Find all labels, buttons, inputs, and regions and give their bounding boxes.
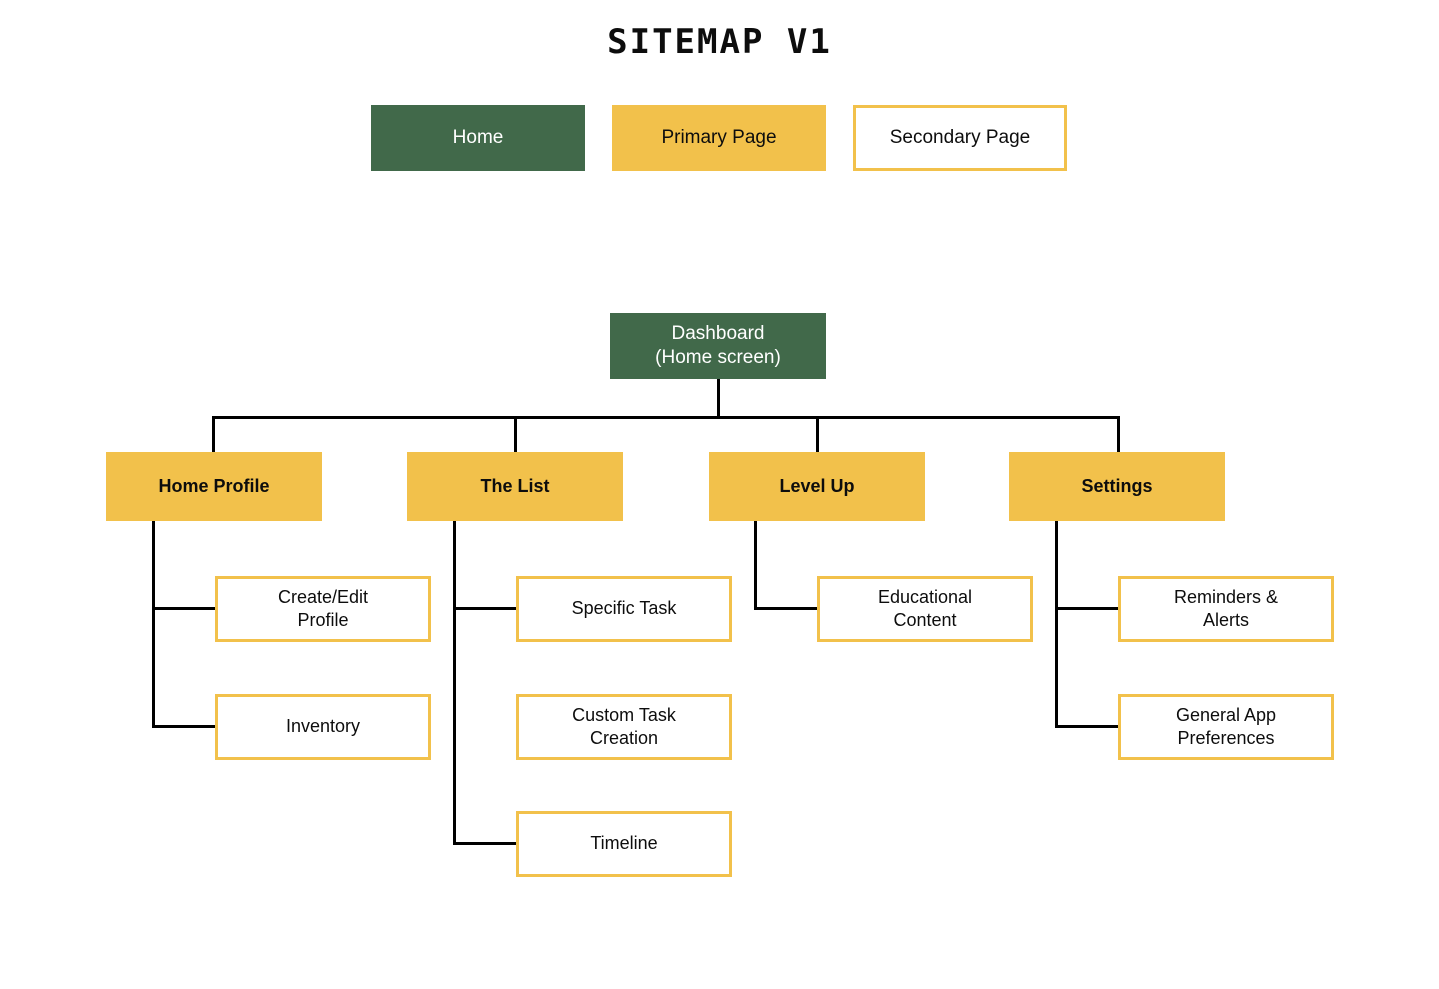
node-dashboard-label: Dashboard (Home screen) [655,322,781,368]
page-title: SITEMAP V1 [607,22,832,62]
connector-root-bus [212,416,1120,419]
legend-item-primary-page-label: Primary Page [661,126,777,148]
node-inventory[interactable]: Inventory [215,694,431,760]
node-custom-task-creation-label: Custom Task Creation [572,704,676,748]
connector-drop-level-up [816,416,819,453]
legend-item-home[interactable]: Home [371,105,585,171]
node-specific-task[interactable]: Specific Task [516,576,732,642]
node-the-list-label: The List [480,475,550,496]
connector-branch-create-edit-profile [152,607,217,610]
connector-branch-educational-content [754,607,819,610]
node-timeline-label: Timeline [590,833,658,854]
connector-trunk-settings [1055,521,1058,728]
node-level-up[interactable]: Level Up [709,452,925,521]
connector-root-stem [717,379,720,418]
node-the-list[interactable]: The List [407,452,623,521]
node-custom-task-creation[interactable]: Custom Task Creation [516,694,732,760]
node-home-profile-label: Home Profile [158,475,270,496]
connector-trunk-home-profile [152,521,155,728]
node-specific-task-label: Specific Task [571,598,677,619]
legend-item-secondary-page[interactable]: Secondary Page [853,105,1067,171]
node-timeline[interactable]: Timeline [516,811,732,877]
node-home-profile[interactable]: Home Profile [106,452,322,521]
node-general-app-preferences[interactable]: General App Preferences [1118,694,1334,760]
node-general-app-preferences-label: General App Preferences [1175,704,1277,748]
connector-branch-inventory [152,725,217,728]
connector-branch-general-app-preferences [1055,725,1120,728]
connector-drop-settings [1117,416,1120,453]
node-create-edit-profile[interactable]: Create/Edit Profile [215,576,431,642]
legend-item-primary-page[interactable]: Primary Page [612,105,826,171]
connector-trunk-the-list [453,521,456,845]
connector-branch-specific-task [453,607,518,610]
node-create-edit-profile-label: Create/Edit Profile [277,586,369,630]
node-level-up-label: Level Up [779,475,855,496]
node-dashboard[interactable]: Dashboard (Home screen) [610,313,826,379]
node-inventory-label: Inventory [285,716,361,737]
node-educational-content-label: Educational Content [877,586,973,630]
node-settings[interactable]: Settings [1009,452,1225,521]
connector-drop-home-profile [212,416,215,453]
connector-drop-the-list [514,416,517,453]
node-settings-label: Settings [1081,475,1153,496]
connector-branch-reminders-alerts [1055,607,1120,610]
connector-trunk-level-up [754,521,757,610]
node-educational-content[interactable]: Educational Content [817,576,1033,642]
node-reminders-alerts-label: Reminders & Alerts [1173,586,1279,630]
legend-item-home-label: Home [452,126,504,148]
connector-branch-timeline [453,842,518,845]
legend-item-secondary-page-label: Secondary Page [889,126,1031,148]
node-reminders-alerts[interactable]: Reminders & Alerts [1118,576,1334,642]
